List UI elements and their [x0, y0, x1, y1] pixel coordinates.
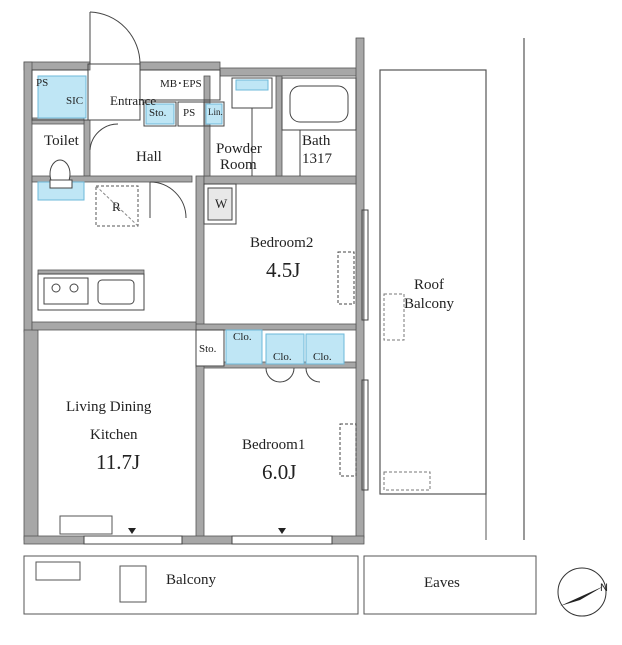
- label-ps-hall: PS: [183, 107, 196, 119]
- window-markers: [128, 528, 286, 534]
- label-bedroom1: Bedroom1: [242, 437, 306, 453]
- entrance-area: [31, 63, 225, 127]
- storage-box: [145, 103, 175, 125]
- toilet-fixture: [37, 159, 85, 201]
- compass-north-label: N: [600, 582, 608, 594]
- label-bath: Bath: [302, 133, 331, 149]
- label-roof-2: Balcony: [404, 296, 454, 312]
- powder-fixture: [231, 77, 273, 176]
- ldk-floor-unit: [59, 515, 113, 535]
- label-sic: SIC: [66, 95, 84, 107]
- roof-balcony-unit: [383, 293, 405, 341]
- bottom-windows: [83, 535, 333, 545]
- label-bedroom2: Bedroom2: [250, 235, 314, 251]
- label-roof-1: Roof: [414, 277, 444, 293]
- label-closet-c: Clo.: [313, 351, 332, 363]
- label-linen: Lin.: [208, 107, 223, 117]
- bedroom1-fixtures: [339, 379, 369, 491]
- roof-balcony-outline: [379, 69, 487, 495]
- sic-box: [37, 75, 87, 119]
- walls: [23, 37, 365, 545]
- label-bedroom1-size: 6.0J: [262, 460, 297, 484]
- label-closet-a: Clo.: [233, 331, 252, 343]
- balcony-outline: [23, 555, 359, 615]
- label-bedroom2-size: 4.5J: [266, 258, 301, 282]
- label-ldk-1: Living Dining: [66, 399, 152, 415]
- label-mb-eps: MB･EPS: [160, 78, 202, 90]
- washer: [203, 183, 237, 225]
- kitchen-counter: [37, 273, 145, 311]
- label-ps-top: PS: [36, 77, 49, 89]
- hall-doors: [89, 123, 187, 219]
- closets: [195, 329, 345, 383]
- label-refrigerator: R: [112, 199, 121, 214]
- label-toilet: Toilet: [44, 133, 79, 149]
- label-ldk-size: 11.7J: [96, 450, 141, 474]
- label-bath-size: 1317: [302, 151, 332, 167]
- label-powder-2: Room: [220, 157, 257, 173]
- label-hall: Hall: [136, 149, 162, 165]
- label-entrance: Entrance: [110, 93, 157, 108]
- label-closet-b: Clo.: [273, 351, 292, 363]
- entrance-door: [89, 11, 141, 65]
- label-washer: W: [215, 196, 228, 211]
- eaves-outline: [363, 555, 537, 615]
- label-storage-hall: Sto.: [149, 107, 167, 119]
- bathtub: [281, 77, 357, 176]
- label-storage-mid: Sto.: [199, 343, 217, 355]
- compass-icon: [557, 567, 607, 617]
- label-eaves: Eaves: [424, 575, 460, 591]
- roof-balcony-unit-2: [383, 471, 431, 491]
- refrigerator-space: [95, 185, 139, 227]
- bedroom2-fixtures: [337, 209, 369, 321]
- label-ldk-2: Kitchen: [90, 427, 138, 443]
- linen-box: [205, 103, 223, 125]
- label-balcony: Balcony: [166, 572, 216, 588]
- label-powder-1: Powder: [216, 141, 262, 157]
